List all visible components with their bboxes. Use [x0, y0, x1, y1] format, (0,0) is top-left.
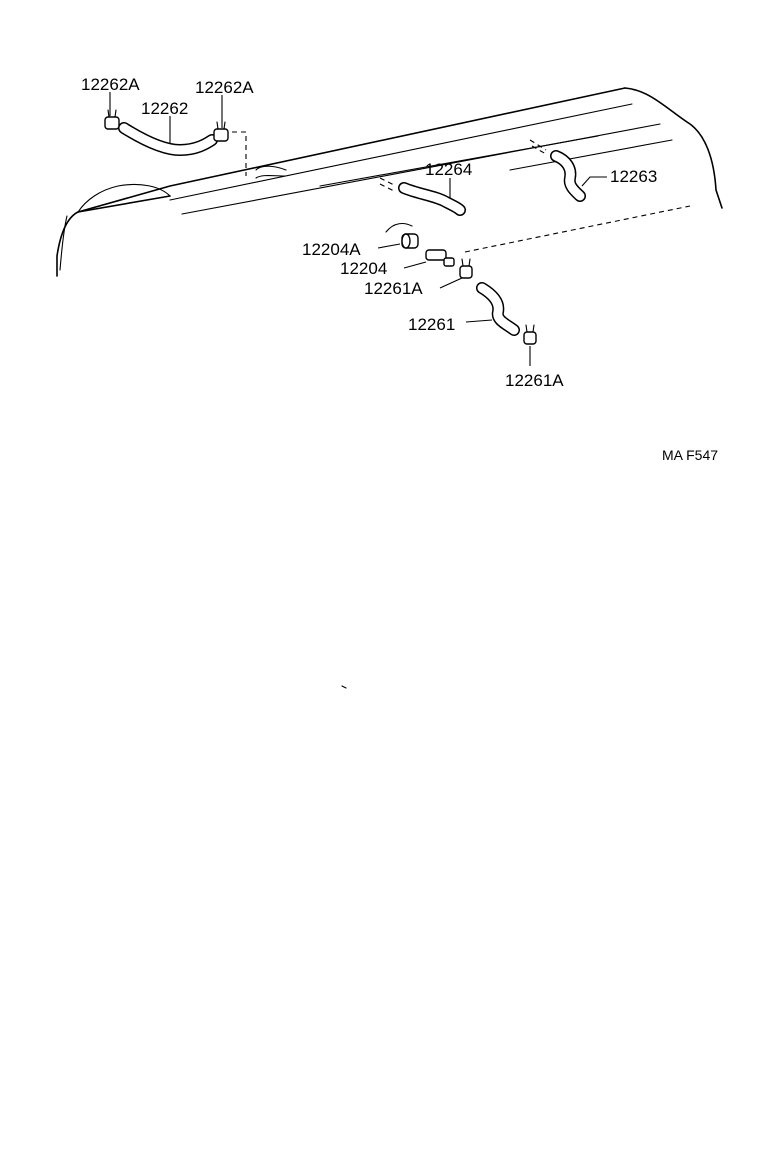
label-12262A-right: 12262A — [195, 78, 254, 97]
label-12261A-upper: 12261A — [364, 279, 423, 298]
hose-12261 — [476, 282, 520, 336]
hose-12263 — [550, 150, 586, 202]
gasket-12204A — [401, 233, 419, 249]
dash-line-12262 — [232, 131, 247, 176]
head-cover-outline — [56, 87, 723, 277]
hose-12264 — [398, 182, 466, 216]
label-12261A-lower: 12261A — [505, 371, 564, 390]
label-12262A-left: 12262A — [81, 75, 140, 94]
figure-code: MA F547 — [662, 447, 718, 463]
port-12262 — [255, 165, 287, 179]
clamp-12262A-left — [104, 109, 120, 130]
stray-mark — [341, 685, 347, 689]
pcv-valve-12204 — [425, 249, 455, 267]
leader-lines — [109, 92, 607, 366]
label-12261: 12261 — [408, 315, 455, 334]
dash-port-12263 — [529, 139, 547, 155]
clamp-12261A-upper — [459, 258, 473, 279]
label-12204A: 12204A — [302, 240, 361, 259]
label-12204: 12204 — [340, 259, 387, 278]
grommet-hole-arc — [385, 222, 413, 233]
clamp-12261A-lower — [523, 324, 537, 345]
label-12263: 12263 — [610, 167, 657, 186]
label-12262: 12262 — [141, 99, 188, 118]
label-12264: 12264 — [425, 160, 472, 179]
clamp-12262A-right — [213, 121, 229, 142]
hose-12262 — [118, 122, 218, 156]
dash-port-12264 — [379, 177, 397, 193]
